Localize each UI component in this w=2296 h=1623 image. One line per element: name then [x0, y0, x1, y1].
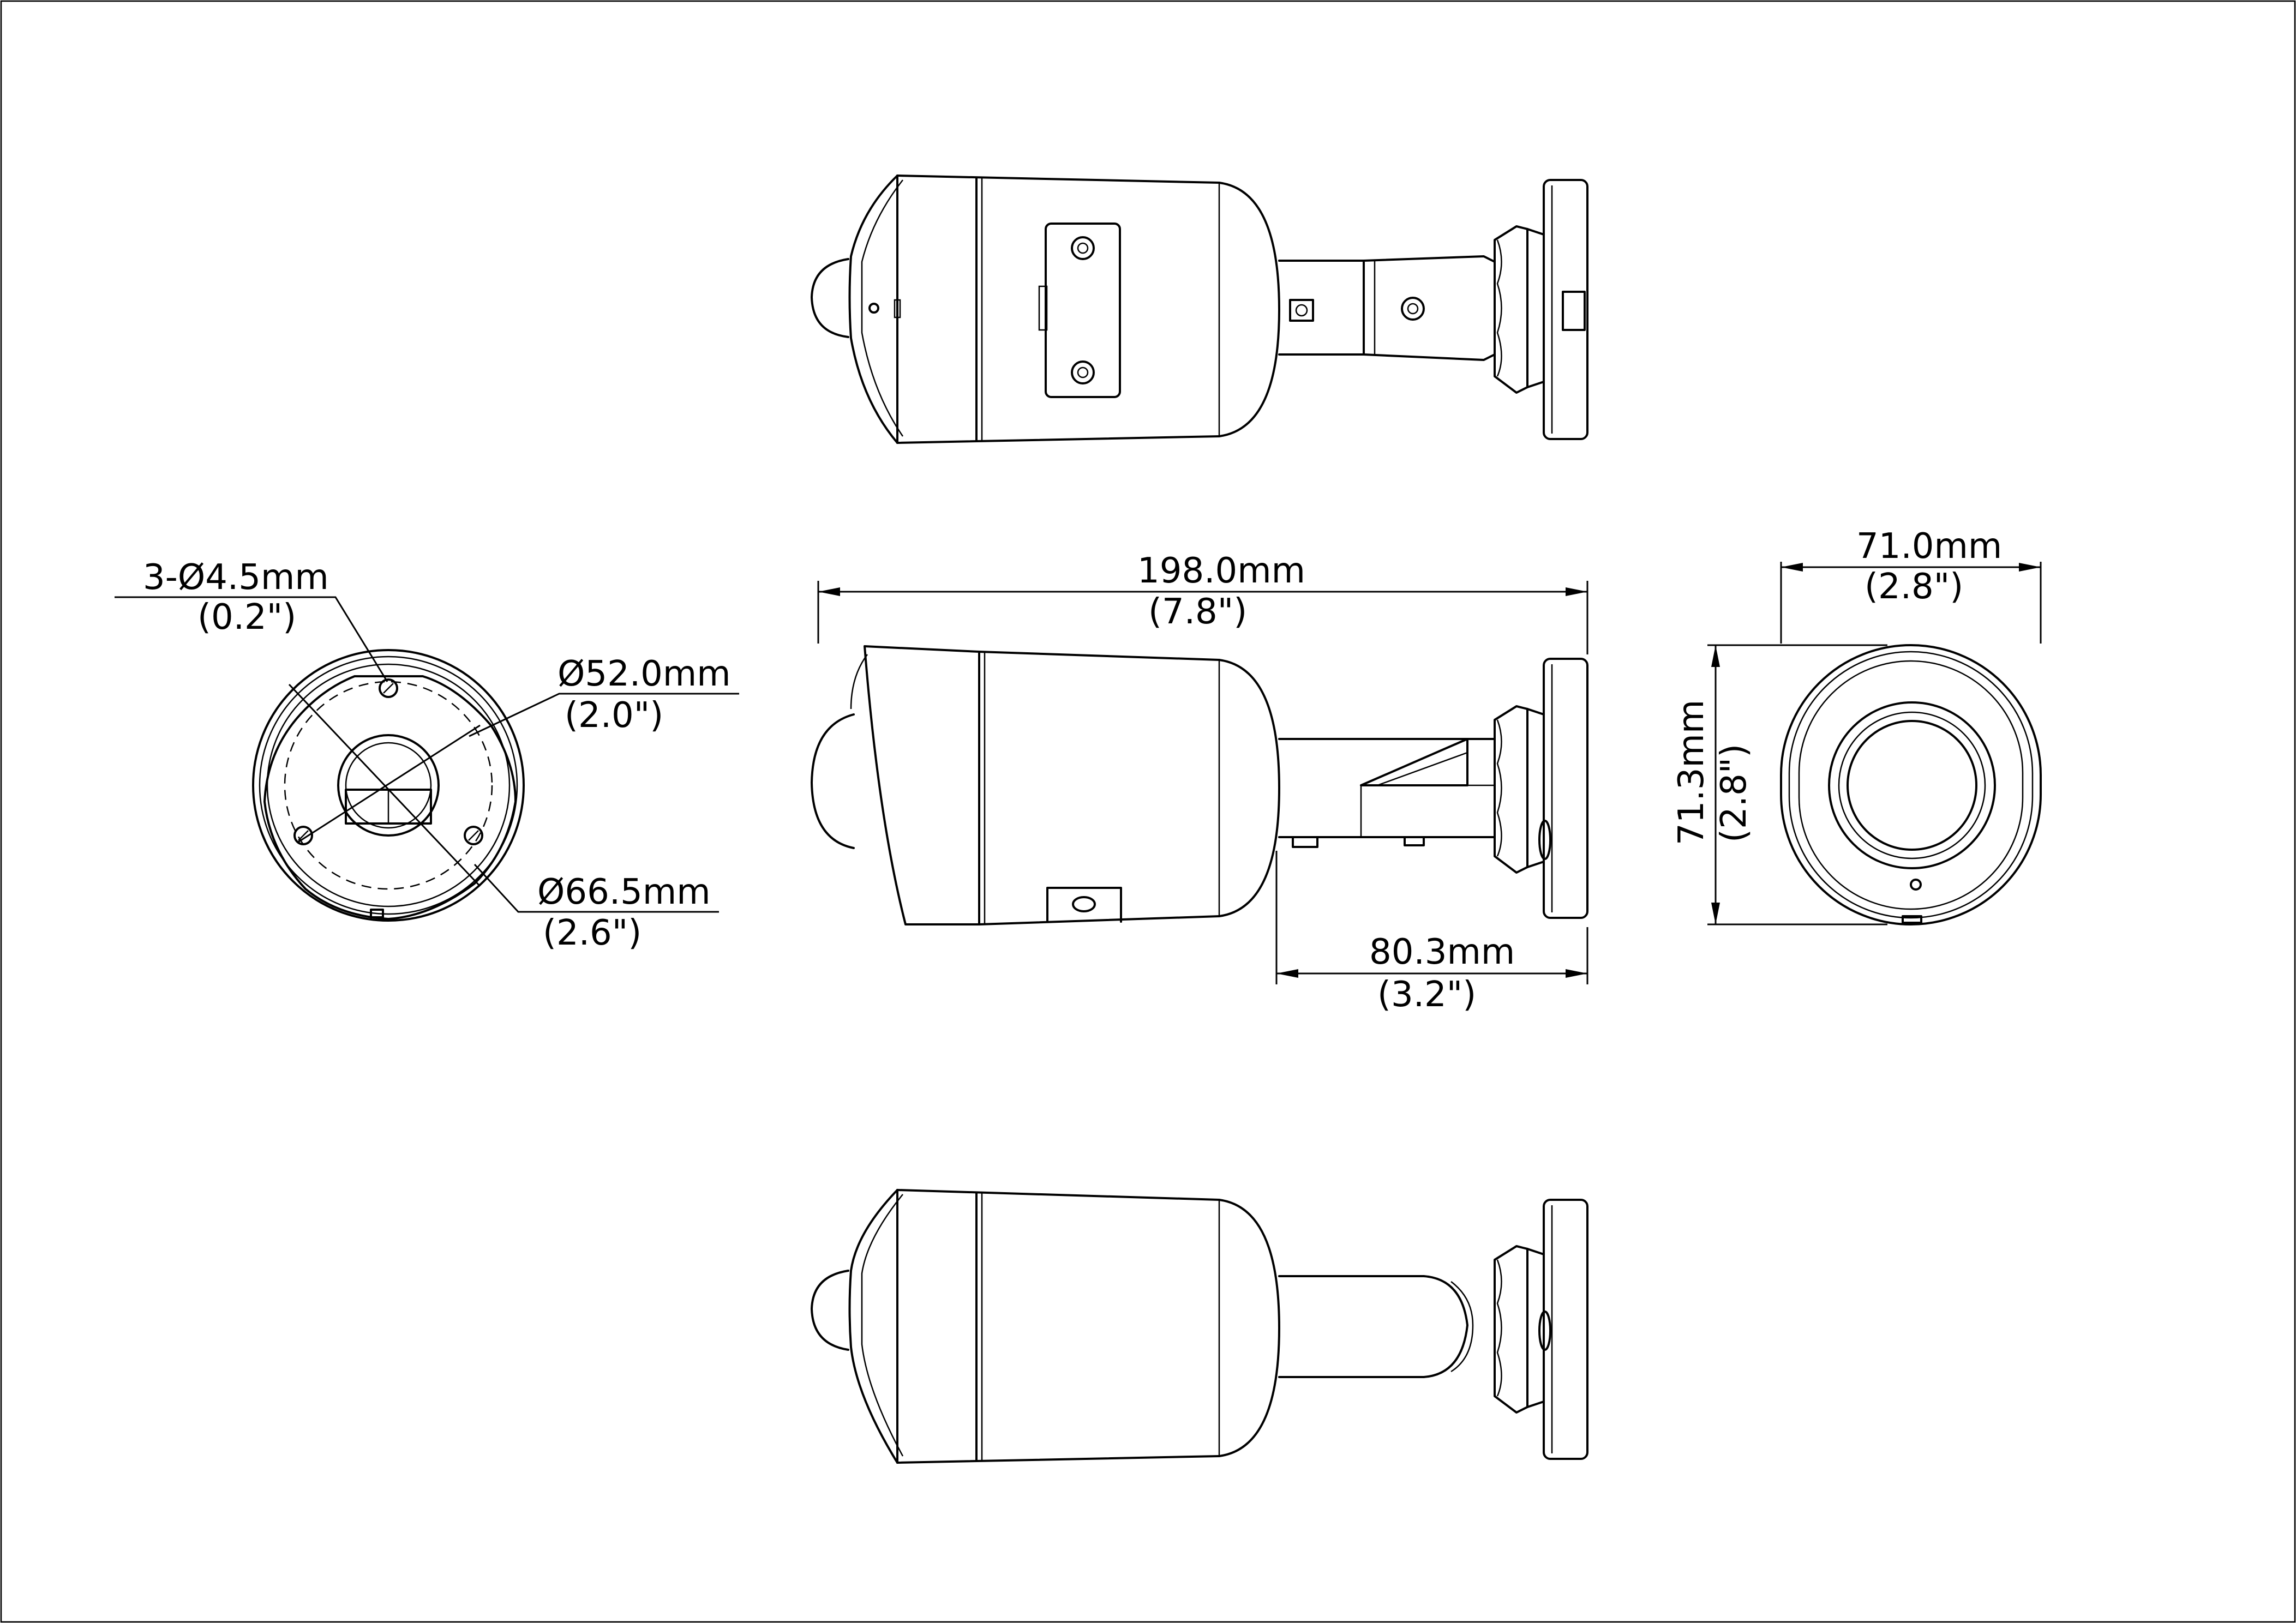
bracket-holes-inch-label: (0.2") [197, 597, 296, 638]
outer-diameter-label: Ø66.5mm [537, 872, 711, 912]
total-length-dimension [817, 581, 1588, 654]
side-view-clip [1046, 887, 1122, 923]
side-view-rear-cap [1218, 659, 1280, 917]
side-view-base-plate [1543, 658, 1588, 919]
top-view-rear-cap [1218, 182, 1280, 437]
front-height-dimension [1707, 644, 1887, 925]
front-height-inch-label: (2.8") [1714, 744, 1754, 843]
front-lens [1847, 720, 1977, 851]
bottom-view [811, 1189, 1588, 1464]
top-view-sunshield [848, 175, 898, 444]
front-width-inch-label: (2.8") [1865, 567, 1963, 607]
front-indicator [1910, 879, 1922, 891]
bracket-length-label: 80.3mm [1369, 932, 1515, 972]
bracket-holes-label: 3-Ø4.5mm [143, 557, 329, 598]
total-length-inch-label: (7.8") [1148, 592, 1247, 632]
bottom-view-dome [811, 1270, 849, 1351]
top-view-access-cover [1045, 223, 1121, 398]
top-view-base-plate [1543, 179, 1588, 440]
base-leaders [115, 596, 739, 913]
top-view [811, 175, 1588, 444]
front-width-dimension [1780, 562, 2042, 644]
bottom-view-rear-cap [1218, 1199, 1280, 1457]
bracket-length-dimension [1275, 851, 1588, 984]
top-view-indicator [868, 303, 879, 314]
front-height-label: 71.3mm [1671, 700, 1712, 845]
top-view-dome [811, 258, 849, 338]
side-view [811, 645, 1588, 925]
total-length-label: 198.0mm [1137, 551, 1305, 591]
inner-diameter-label: Ø52.0mm [557, 654, 731, 694]
base-outer-ring [252, 649, 525, 922]
bracket-length-inch-label: (3.2") [1377, 975, 1476, 1015]
base-view [252, 649, 525, 922]
side-view-dome [811, 713, 855, 849]
front-width-label: 71.0mm [1856, 526, 2002, 567]
side-view-sunshield [864, 645, 980, 925]
base-cable-hole [337, 734, 440, 837]
front-lens-ring [1828, 701, 1996, 869]
bottom-view-base-plate [1543, 1199, 1588, 1460]
outer-diameter-inch-label: (2.6") [543, 913, 642, 953]
front-view [1780, 644, 2042, 925]
inner-diameter-inch-label: (2.0") [565, 695, 663, 736]
base-bolt-circle [284, 681, 493, 890]
front-housing [1780, 644, 2042, 925]
